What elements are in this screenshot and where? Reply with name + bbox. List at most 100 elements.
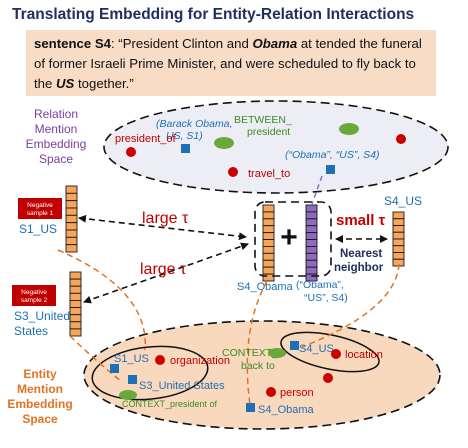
- vector-segment: [392, 218, 405, 226]
- vector-segment: [65, 244, 78, 253]
- context-back-to-line-1: CONTEXT_: [222, 347, 278, 359]
- negative-sample-2-badge-line-2: sample 2: [21, 297, 48, 304]
- entity-s4-us-label: S4_US: [299, 343, 334, 355]
- vector-segment: [65, 222, 78, 231]
- organization-label: organization: [170, 355, 230, 367]
- organization-cluster-ellipse: [91, 345, 209, 401]
- vector-segment: [392, 225, 405, 233]
- large-tau-arrow-2: [83, 242, 249, 304]
- plus-sign: +: [280, 221, 298, 254]
- vector-segment: [392, 211, 405, 220]
- sentence-entity-us: US: [56, 76, 75, 91]
- relation-space-label-line-3: Embedding: [26, 137, 87, 151]
- vector-segment: [262, 232, 275, 240]
- vector-segment: [305, 232, 318, 240]
- sentence-text-part-3: together.”: [74, 76, 134, 91]
- between-president-dot: [214, 137, 234, 149]
- vector-segment: [65, 207, 78, 216]
- sentence-separator: :: [110, 36, 119, 51]
- nearest-neighbor-line-1: Nearest: [340, 248, 382, 260]
- center-tuple-line-2: “US”, S4): [304, 292, 348, 304]
- mapping-line-s4-obama: [246, 280, 268, 406]
- vector-segment: [392, 252, 405, 260]
- negative-sample-1-label: S1_US: [19, 222, 57, 236]
- entity-s1-us-label: S1_US: [114, 353, 149, 365]
- vector-segment: [65, 200, 78, 209]
- entity-space-label-line-2: Mention: [17, 382, 63, 396]
- vector-segment: [65, 192, 78, 202]
- large-tau-label-2: large τ: [140, 261, 187, 278]
- sentence-label: sentence S4: [34, 36, 111, 51]
- sentence-text-part-2: at tended the funeral of former Israeli …: [34, 36, 422, 91]
- large-tau-label-1: large τ: [142, 210, 189, 227]
- entity-s3-united-states-label: S3_United States: [139, 380, 225, 392]
- negative-sample-2-label-line-1: S3_United: [14, 309, 70, 323]
- relation-space-label-line-1: Relation: [34, 107, 78, 121]
- person-dot: [266, 387, 276, 397]
- vector-segment: [262, 239, 275, 247]
- entity-s3-united-states-square: [128, 375, 137, 384]
- small-tau-label: small τ: [336, 212, 386, 229]
- entity-red-dot-extra: [323, 373, 333, 383]
- location-cluster-ellipse: [280, 331, 380, 373]
- mapping-line-s1-us: [57, 249, 146, 351]
- location-dot: [331, 349, 341, 359]
- sentence-box: sentence S4: “President Clinton and Obam…: [26, 30, 436, 96]
- vector-segment: [69, 292, 82, 301]
- vector-segment: [69, 278, 82, 287]
- s4-tuple-relation-label: (“Obama”, “US”, S4): [285, 149, 380, 161]
- context-back-to-dot: [268, 348, 286, 358]
- vector-segment: [65, 214, 78, 224]
- president-of-label: president_of: [115, 133, 176, 145]
- s4-obama-vector: [262, 204, 275, 282]
- barack-obama-tuple-line-2: US, S1): [166, 130, 203, 142]
- vector-segment: [305, 225, 318, 234]
- person-label: person: [280, 387, 314, 399]
- entity-s1-us-square: [110, 364, 119, 373]
- vector-segment: [69, 271, 82, 280]
- vector-segment: [305, 273, 318, 282]
- vector-segment: [65, 229, 78, 238]
- negative-sample-1-badge-line-2: sample 1: [27, 210, 54, 217]
- entity-space-label-line-3: Embedding: [7, 397, 72, 411]
- diagram-title: Translating Embedding for Entity-Relatio…: [12, 6, 415, 23]
- vector-segment: [69, 299, 82, 309]
- composition-box: [254, 201, 332, 277]
- vector-segment: [69, 285, 82, 294]
- organization-dot: [155, 355, 165, 365]
- neg-sample-1-vector: [65, 185, 78, 253]
- vector-segment: [262, 273, 275, 282]
- s4-relation-vector: [305, 204, 318, 282]
- vector-segment: [305, 204, 318, 213]
- negative-sample-2-badge-line-1: Negative: [21, 289, 47, 296]
- entity-space-label-line-1: Entity: [23, 367, 57, 381]
- barack-obama-tuple-line-1: (Barack Obama,: [156, 118, 232, 130]
- negative-sample-1-badge-line-1: Negative: [27, 202, 53, 209]
- vector-segment: [65, 185, 78, 194]
- entity-s4-obama-square: [246, 403, 255, 412]
- travel-to-label: travel_to: [248, 168, 290, 180]
- entity-space-label-line-4: Space: [22, 412, 58, 426]
- context-president-of-label: CONTEXT_president of: [122, 399, 218, 409]
- vector-segment: [262, 252, 275, 261]
- vector-segment: [65, 236, 78, 246]
- sentence-text-part-1: “President Clinton and: [118, 36, 253, 51]
- relation-space-ellipse: [103, 100, 449, 194]
- vector-segment: [392, 245, 405, 253]
- vector-segment: [305, 211, 318, 220]
- vector-segment: [305, 218, 318, 227]
- vector-segment: [262, 259, 275, 268]
- large-tau-arrow-1: [78, 214, 247, 241]
- mapping-line-s4-us: [301, 263, 400, 348]
- s4-us-vector: [392, 211, 405, 267]
- barack-obama-square: [181, 144, 190, 153]
- vector-segment: [305, 239, 318, 247]
- vector-segment: [305, 252, 318, 261]
- neg-sample-2-vector: [69, 271, 82, 337]
- vector-segment: [305, 259, 318, 268]
- nearest-neighbor-line-2: neighbor: [334, 262, 384, 274]
- context-back-to-line-2: back to: [241, 360, 275, 372]
- mapping-line-s4-tuple: [311, 175, 323, 205]
- mapping-line-s3-united-states: [69, 335, 123, 383]
